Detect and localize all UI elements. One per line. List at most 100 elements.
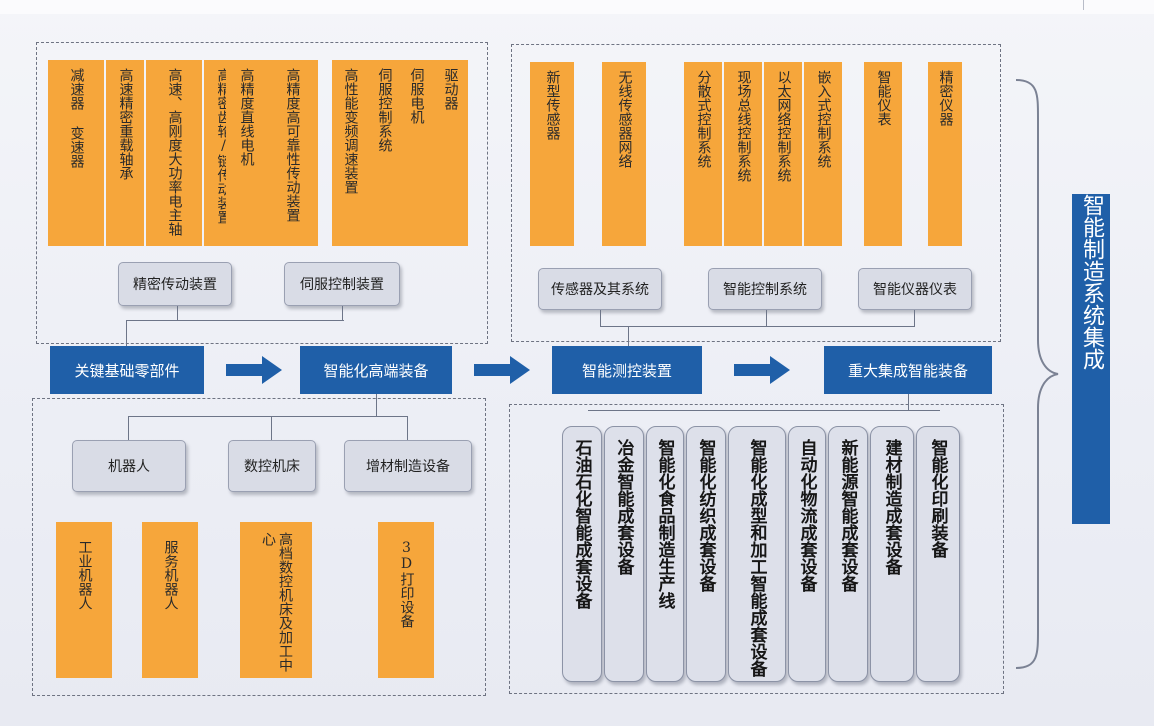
integration-item-label: 智能化成型和加工智能成套设备 xyxy=(746,439,767,677)
flow-arrow xyxy=(734,356,790,384)
servo-item: 高性能变频调速装置 xyxy=(332,60,368,246)
component-item-label: 减速器 变速器 xyxy=(68,68,85,168)
servo-item: 驱动器 xyxy=(432,60,468,246)
top-margin xyxy=(0,0,1154,14)
component-item-label: 高速、高刚度大功率电主轴 xyxy=(166,68,183,236)
connector-line xyxy=(600,326,915,327)
servo-item: 伺服控制系统 xyxy=(368,60,400,246)
integration-item-label: 新能源智能成套设备 xyxy=(837,439,858,592)
connector-line xyxy=(128,416,129,440)
integration-item-label: 智能化纺织成套设备 xyxy=(695,439,716,592)
connector-line xyxy=(628,326,629,346)
component-item-label: 高精度直线电机 xyxy=(238,68,255,166)
flow-step-label: 关键基础零部件 xyxy=(74,361,180,380)
sensing-item-label: 智能仪表 xyxy=(875,70,892,126)
equipment-item-label: 服务机器人 xyxy=(162,540,179,610)
group-precision-transmission: 精密传动装置 xyxy=(118,262,232,306)
component-item-label: 高速精密重载轴承 xyxy=(117,68,134,180)
integration-item: 智能化成型和加工智能成套设备 xyxy=(728,426,786,682)
flow-step-key-components: 关键基础零部件 xyxy=(50,346,204,394)
group-label: 数控机床 xyxy=(244,459,300,475)
connector-line xyxy=(914,310,915,326)
connector-line xyxy=(588,410,940,411)
connector-line xyxy=(342,306,343,320)
side-title-label: 智能制造系统集成 xyxy=(1079,194,1104,370)
group-cnc: 数控机床 xyxy=(228,440,316,492)
equipment-item: 工业机器人 xyxy=(56,522,112,678)
sensing-panel xyxy=(511,44,1001,342)
integration-item: 冶金智能成套设备 xyxy=(604,426,644,682)
connector-line xyxy=(600,310,601,326)
flow-step-major-integrated: 重大集成智能装备 xyxy=(824,346,992,394)
group-smart-instruments: 智能仪器仪表 xyxy=(858,268,972,310)
integration-item-label: 智能化印刷装备 xyxy=(927,439,948,558)
group-label: 机器人 xyxy=(108,459,150,475)
group-label: 伺服控制装置 xyxy=(300,277,384,293)
equipment-item-label: 3D打印设备 xyxy=(398,540,415,628)
connector-line xyxy=(126,320,127,346)
connector-line xyxy=(271,416,272,440)
flow-step-measurement-control: 智能测控装置 xyxy=(552,346,702,394)
servo-item: 伺服电机 xyxy=(400,60,432,246)
sensing-item-label: 新型传感器 xyxy=(544,70,561,140)
component-item: 高速、高刚度大功率电主轴 xyxy=(146,60,202,246)
equipment-item: 服务机器人 xyxy=(142,522,198,678)
equipment-item: 3D打印设备 xyxy=(378,522,434,678)
integration-item-label: 自动化物流成套设备 xyxy=(796,439,817,592)
sensing-item-label: 以太网络控制系统 xyxy=(775,70,792,182)
component-item: 减速器 变速器 xyxy=(48,60,104,246)
connector-line xyxy=(128,416,408,417)
equipment-item-label: 工业机器人 xyxy=(76,540,93,610)
sensing-item-label: 精密仪器 xyxy=(937,70,954,126)
flow-step-label: 智能化高端装备 xyxy=(323,361,429,380)
group-label: 传感器及其系统 xyxy=(551,282,649,298)
component-item-label: 高精度高可靠性传动装置 xyxy=(284,68,301,222)
integration-item-label: 冶金智能成套设备 xyxy=(613,439,634,575)
servo-item-label: 伺服控制系统 xyxy=(376,68,393,152)
connector-line xyxy=(177,306,178,320)
integration-item: 建材制造成套设备 xyxy=(870,426,914,682)
integration-item: 智能化食品制造生产线 xyxy=(646,426,684,682)
connector-line xyxy=(407,416,408,440)
integration-item-label: 智能化食品制造生产线 xyxy=(654,439,675,609)
sensing-item: 新型传感器 xyxy=(530,62,574,246)
flow-step-label: 智能测控装置 xyxy=(581,361,672,380)
equipment-panel xyxy=(32,398,486,696)
side-title: 智能制造系统集成 xyxy=(1072,194,1110,524)
group-label: 智能控制系统 xyxy=(723,282,807,298)
connector-line xyxy=(376,394,377,416)
connector-line xyxy=(908,394,909,410)
connector-line xyxy=(126,320,344,321)
sensing-item: 分散式控制系统 xyxy=(684,62,722,246)
grouping-brace xyxy=(1015,79,1059,669)
group-smart-control: 智能控制系统 xyxy=(708,268,822,310)
integration-item: 自动化物流成套设备 xyxy=(788,426,826,682)
servo-item-label: 伺服电机 xyxy=(408,68,425,124)
sensing-item-label: 嵌入式控制系统 xyxy=(815,70,832,168)
group-servo-control: 伺服控制装置 xyxy=(284,262,400,306)
components-panel xyxy=(36,42,488,344)
integration-item-label: 建材制造成套设备 xyxy=(881,439,902,575)
integration-panel xyxy=(509,404,1004,694)
group-label: 增材制造设备 xyxy=(366,459,450,475)
servo-item-label: 高性能变频调速装置 xyxy=(342,68,359,194)
top-tick-mark xyxy=(1083,0,1084,10)
sensing-item-label: 无线传感器网络 xyxy=(616,70,633,168)
equipment-item-label: 高档数控机床及加工中心 xyxy=(260,532,293,672)
sensing-item: 现场总线控制系统 xyxy=(724,62,762,246)
group-label: 精密传动装置 xyxy=(133,277,217,293)
component-item: 高精度直线电机 xyxy=(226,60,266,246)
flow-arrow xyxy=(226,356,282,384)
component-item: 高速精密重载轴承 xyxy=(106,60,144,246)
sensing-item: 智能仪表 xyxy=(864,62,902,246)
integration-item: 智能化印刷装备 xyxy=(916,426,960,682)
group-label: 智能仪器仪表 xyxy=(873,282,957,298)
flow-arrow xyxy=(474,356,530,384)
component-item: 高精度高可靠性传动装置 xyxy=(266,60,318,246)
sensing-item-label: 现场总线控制系统 xyxy=(735,70,752,182)
group-sensors: 传感器及其系统 xyxy=(538,268,662,310)
flow-step-smart-equipment: 智能化高端装备 xyxy=(300,346,452,394)
integration-item-label: 石油石化智能成套设备 xyxy=(571,439,592,609)
sensing-item-label: 分散式控制系统 xyxy=(695,70,712,168)
group-additive: 增材制造设备 xyxy=(344,440,472,492)
